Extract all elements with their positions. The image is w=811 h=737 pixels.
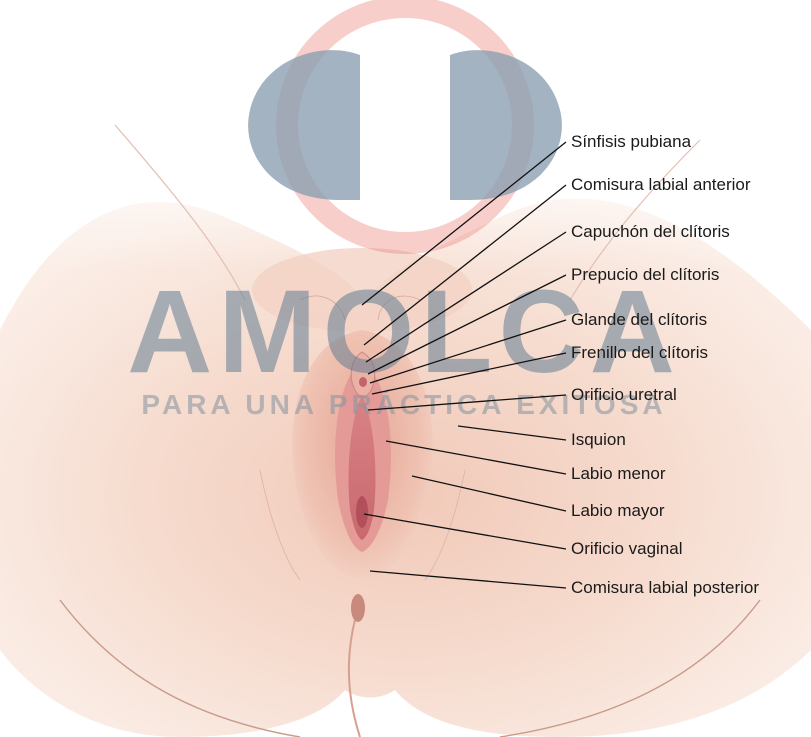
label-prepucio-del-clitoris: Prepucio del clítoris <box>571 265 719 285</box>
label-labio-mayor: Labio mayor <box>571 501 665 521</box>
label-orificio-vaginal: Orificio vaginal <box>571 539 683 559</box>
label-comisura-labial-anterior: Comisura labial anterior <box>571 175 751 195</box>
label-isquion: Isquion <box>571 430 626 450</box>
label-orificio-uretral: Orificio uretral <box>571 385 677 405</box>
label-labio-menor: Labio menor <box>571 464 666 484</box>
label-frenillo-del-clitoris: Frenillo del clítoris <box>571 343 708 363</box>
label-comisura-labial-posterior: Comisura labial posterior <box>571 578 759 598</box>
watermark-brand: AMOLCA <box>127 266 681 398</box>
label-glande-del-clitoris: Glande del clítoris <box>571 310 707 330</box>
label-capuchon-del-clitoris: Capuchón del clítoris <box>571 222 730 242</box>
label-sinfisis-pubiana: Sínfisis pubiana <box>571 132 691 152</box>
